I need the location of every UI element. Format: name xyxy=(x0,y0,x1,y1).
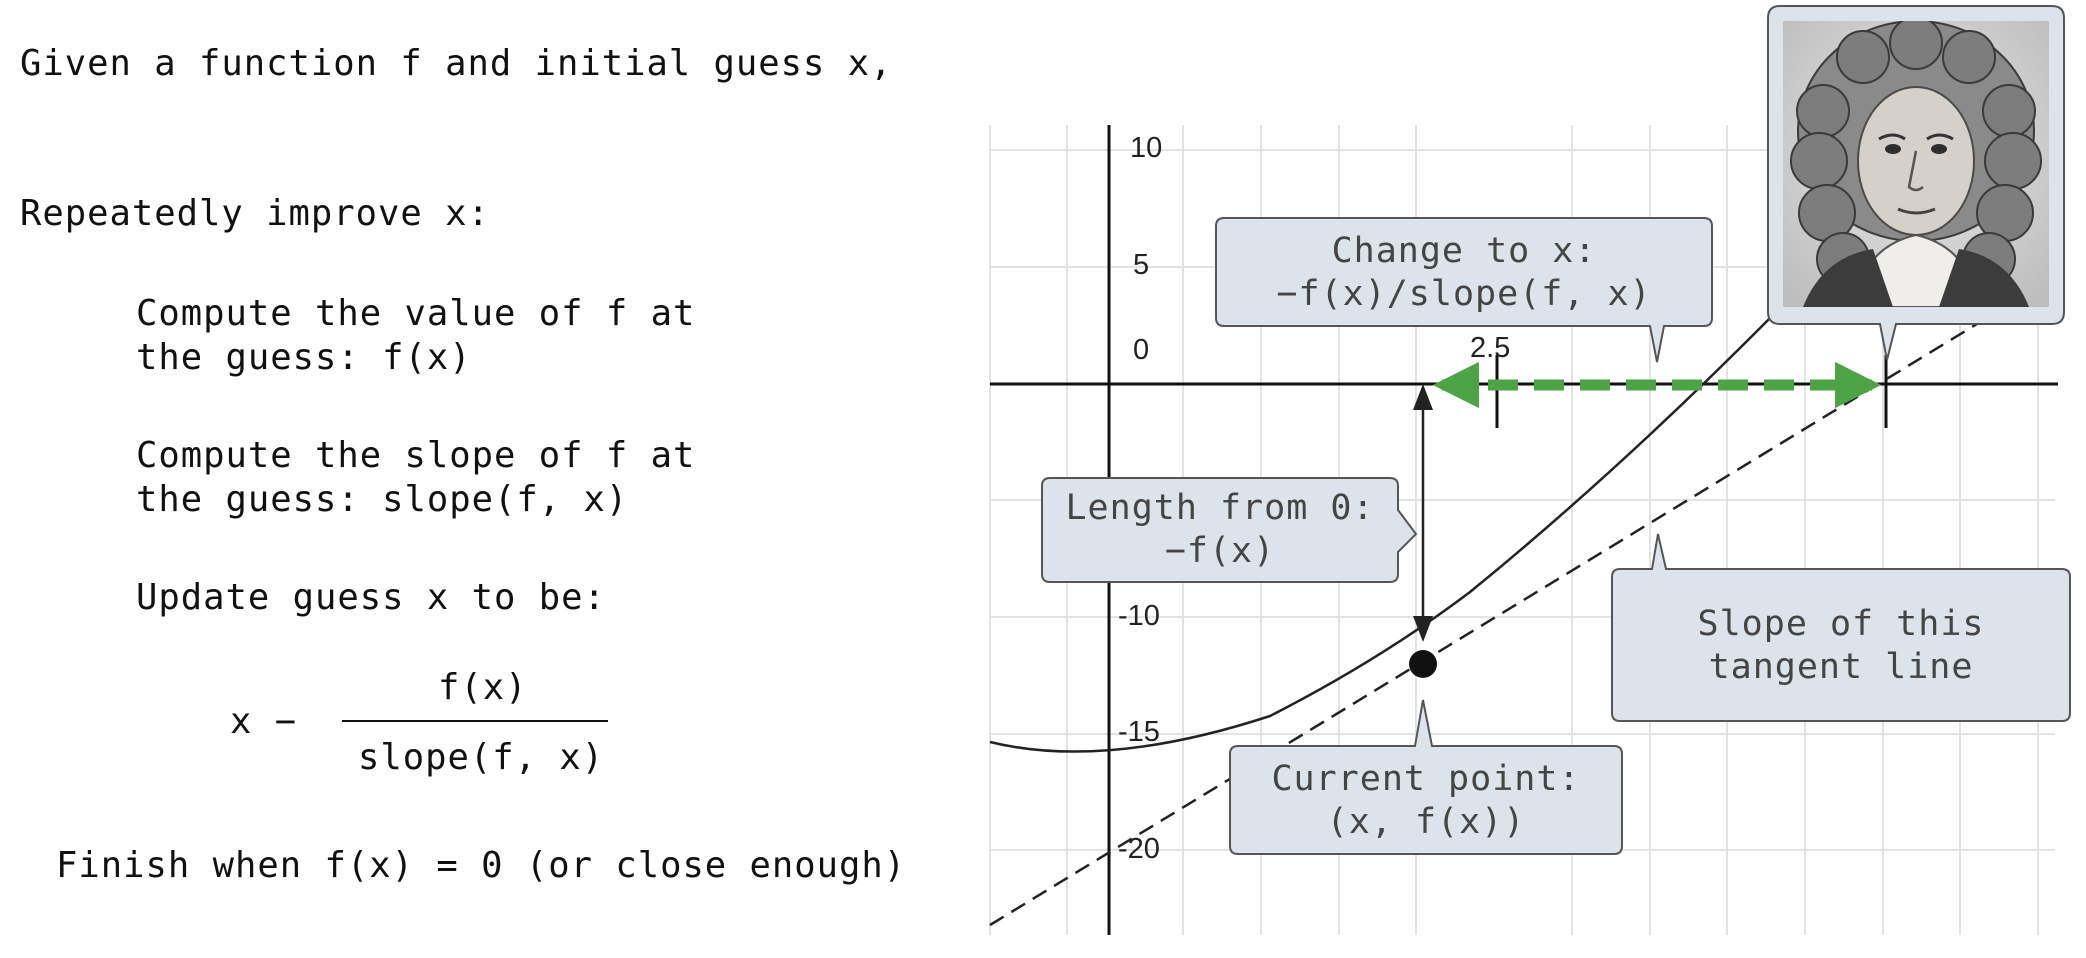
current-callout-bubble xyxy=(1229,699,1623,855)
compute-value-line-2: the guess: f(x) xyxy=(136,337,472,378)
intro-text: Given a function f and initial guess x, xyxy=(20,43,893,84)
length-arrow-bottom-head xyxy=(1413,616,1433,642)
y-tick-0: 0 xyxy=(1133,334,1149,366)
formula-numerator: f(x) xyxy=(438,667,528,708)
length-arrow-top-head xyxy=(1413,384,1433,410)
y-tick-minus-10: -10 xyxy=(1118,600,1160,632)
formula-denominator: slope(f, x) xyxy=(358,737,605,778)
change-callout-text: Change to x: −f(x)/slope(f, x) xyxy=(1276,231,1652,314)
y-tick-10: 10 xyxy=(1130,132,1162,164)
x-tick-label: 2.5 xyxy=(1470,332,1510,364)
portrait-engraving-icon xyxy=(1783,21,2049,307)
length-callout-text: Length from 0: −f(x) xyxy=(1065,488,1375,571)
y-tick-minus-15: -15 xyxy=(1118,716,1160,748)
fraction-bar xyxy=(342,720,608,722)
y-tick-5: 5 xyxy=(1133,249,1149,281)
function-curve xyxy=(989,307,1781,753)
length-callout-bubble xyxy=(1041,477,1418,583)
finish-text: Finish when f(x) = 0 (or close enough) xyxy=(56,845,907,886)
compute-value-line-1: Compute the value of f at xyxy=(136,293,696,334)
tangent-line xyxy=(989,314,1991,927)
change-callout-bubble xyxy=(1215,217,1713,363)
current-point-dot xyxy=(1409,650,1437,678)
slope-callout-bubble xyxy=(1611,533,2071,722)
compute-slope-line-2: the guess: slope(f, x) xyxy=(136,479,629,520)
y-tick-minus-20: -20 xyxy=(1118,833,1160,865)
current-callout-text: Current point: (x, f(x)) xyxy=(1271,759,1581,842)
compute-slope-line-1: Compute the slope of f at xyxy=(136,435,696,476)
formula-x: x − xyxy=(230,701,298,742)
slope-callout-text: Slope of this tangent line xyxy=(1697,604,1985,687)
repeat-heading: Repeatedly improve x: xyxy=(20,193,490,234)
update-text: Update guess x to be: xyxy=(136,577,606,618)
